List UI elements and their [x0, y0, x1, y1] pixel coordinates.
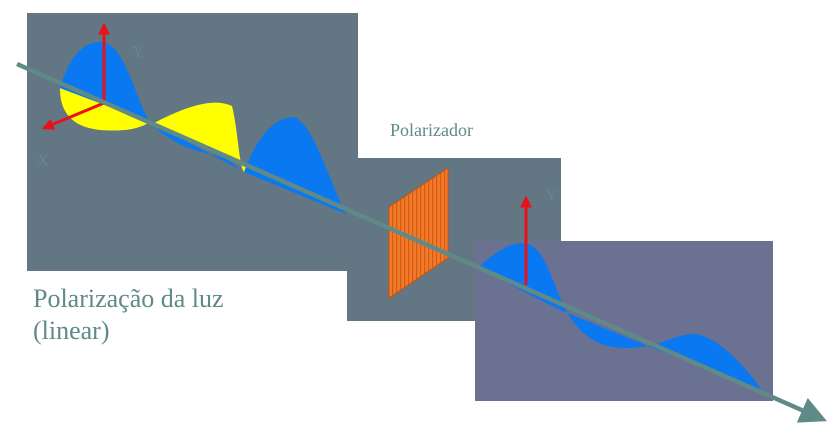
horizontal-wave-yellow [60, 88, 346, 214]
title-line-2: (linear) [33, 316, 110, 345]
vertical-wave-blue [60, 41, 346, 215]
x-axis-arrow-left [41, 101, 105, 130]
axis-label-x-left: X [37, 151, 49, 170]
polarized-wave-blue [478, 243, 762, 390]
polarizer-filter [388, 167, 449, 299]
polarizer-label: Polarizador [390, 120, 473, 140]
title-line-1: Polarização da luz [33, 284, 224, 313]
axis-label-y-left: Y [132, 42, 144, 61]
light-beam-arrow [16, 61, 827, 423]
axis-label-y-right: Y [545, 185, 557, 204]
